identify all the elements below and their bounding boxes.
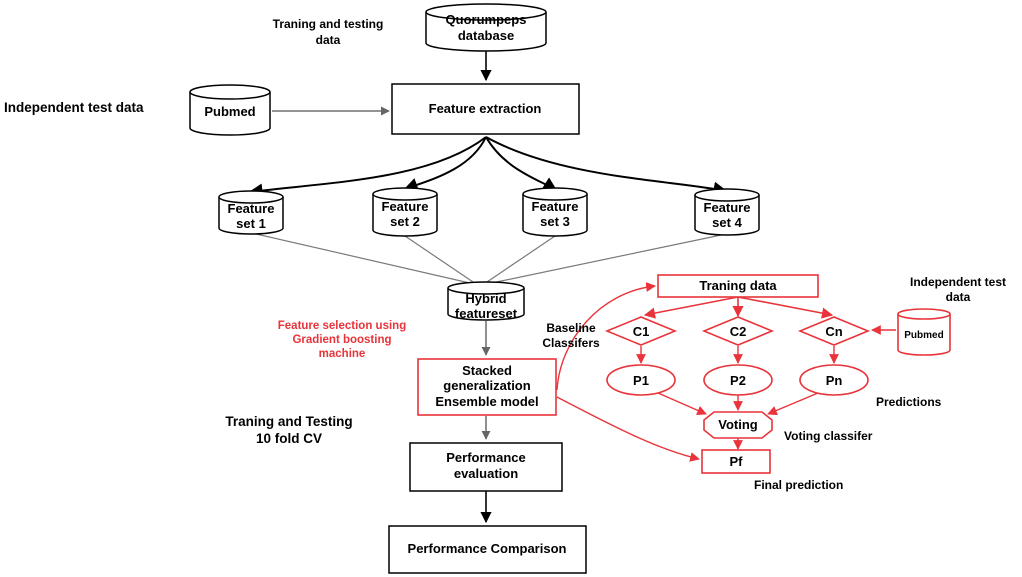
- prediction-pn-label: Pn: [826, 373, 843, 388]
- performance-evaluation-box: Performance evaluation: [409, 442, 563, 492]
- pubmed-right-label: Pubmed: [904, 330, 943, 341]
- independent-test-data-right-line2: data: [946, 290, 971, 304]
- training-data-box: Traning data: [657, 274, 819, 298]
- prediction-pn: Pn: [799, 364, 869, 396]
- feature-selection-label-line2: Gradient boosting: [292, 334, 391, 346]
- classifier-c1: C1: [604, 316, 678, 346]
- feature-set-1-line2: set 1: [236, 216, 266, 231]
- pubmed-left-label: Pubmed: [204, 104, 255, 119]
- performance-eval-line1: Performance: [446, 450, 525, 465]
- prediction-p1-label: P1: [633, 373, 649, 388]
- feature-extraction-label: Feature extraction: [429, 101, 542, 116]
- black-connectors: [248, 50, 728, 524]
- quorumpeps-label-line2: database: [458, 28, 514, 43]
- quorumpeps-label-line1: Quorumpeps: [446, 12, 527, 27]
- classifier-cn: Cn: [797, 316, 871, 346]
- training-testing-data-label-line2: data: [316, 33, 341, 47]
- final-prediction-box: Pf: [701, 449, 771, 474]
- voting-classifier-label: Voting classifer: [784, 429, 873, 443]
- performance-eval-line2: evaluation: [454, 466, 518, 481]
- feature-selection-label-line3: machine: [319, 348, 366, 360]
- feature-set-3-line1: Feature: [532, 199, 579, 214]
- classifier-c1-label: C1: [633, 324, 650, 339]
- classifier-cn-label: Cn: [825, 324, 842, 339]
- feature-set-3-line2: set 3: [540, 214, 570, 229]
- final-prediction-label: Final prediction: [754, 478, 843, 492]
- feature-set-4-line2: set 4: [712, 215, 742, 230]
- pf-label: Pf: [730, 454, 744, 469]
- pubmed-database-right: Pubmed: [897, 308, 951, 356]
- hybrid-line1: Hybrid: [465, 291, 506, 306]
- voting-label: Voting: [718, 417, 758, 432]
- stacked-ensemble-box: Stacked generalization Ensemble model: [417, 358, 557, 416]
- stacked-line1: Stacked: [462, 363, 512, 378]
- feature-set-2-line1: Feature: [382, 199, 429, 214]
- feature-set-4-line1: Feature: [704, 200, 751, 215]
- feature-set-2: Feature set 2: [372, 187, 438, 237]
- training-testing-cv-label-line2: 10 fold CV: [256, 431, 322, 446]
- predictions-label: Predictions: [876, 395, 942, 409]
- voting-octagon: Voting: [703, 411, 773, 439]
- prediction-p2-label: P2: [730, 373, 746, 388]
- feature-selection-label-line1: Feature selection using: [278, 320, 406, 332]
- red-connectors: [556, 282, 896, 462]
- training-data-label: Traning data: [699, 278, 777, 293]
- feature-set-1-line1: Feature: [228, 201, 275, 216]
- hybrid-line2: featureset: [455, 306, 518, 321]
- training-testing-data-label-line1: Traning and testing: [273, 17, 384, 31]
- feature-set-3: Feature set 3: [522, 187, 588, 237]
- training-testing-cv-label-line1: Traning and Testing: [225, 414, 352, 429]
- performance-comparison-box: Performance Comparison: [388, 525, 587, 574]
- classifier-c2: C2: [701, 316, 775, 346]
- feature-extraction-box: Feature extraction: [391, 83, 580, 135]
- feature-set-1: Feature set 1: [218, 190, 284, 235]
- side-labels: Traning and testing data Independent tes…: [4, 17, 1006, 492]
- baseline-label-line1: Baseline: [546, 321, 596, 335]
- hybrid-featureset: Hybrid featureset: [447, 281, 525, 321]
- classifier-c2-label: C2: [730, 324, 747, 339]
- prediction-p2: P2: [703, 364, 773, 396]
- stacked-line2: generalization: [443, 378, 530, 393]
- stacked-line3: Ensemble model: [435, 394, 538, 409]
- pubmed-database-left: Pubmed: [189, 84, 271, 136]
- independent-test-data-label: Independent test data: [4, 100, 144, 115]
- prediction-p1: P1: [606, 364, 676, 396]
- feature-set-2-line2: set 2: [390, 214, 420, 229]
- performance-comparison-label: Performance Comparison: [408, 541, 567, 556]
- feature-set-4: Feature set 4: [694, 188, 760, 236]
- baseline-label-line2: Classifers: [542, 336, 600, 350]
- quorumpeps-database: Quorumpeps database: [425, 3, 547, 52]
- independent-test-data-right-line1: Independent test: [910, 275, 1006, 289]
